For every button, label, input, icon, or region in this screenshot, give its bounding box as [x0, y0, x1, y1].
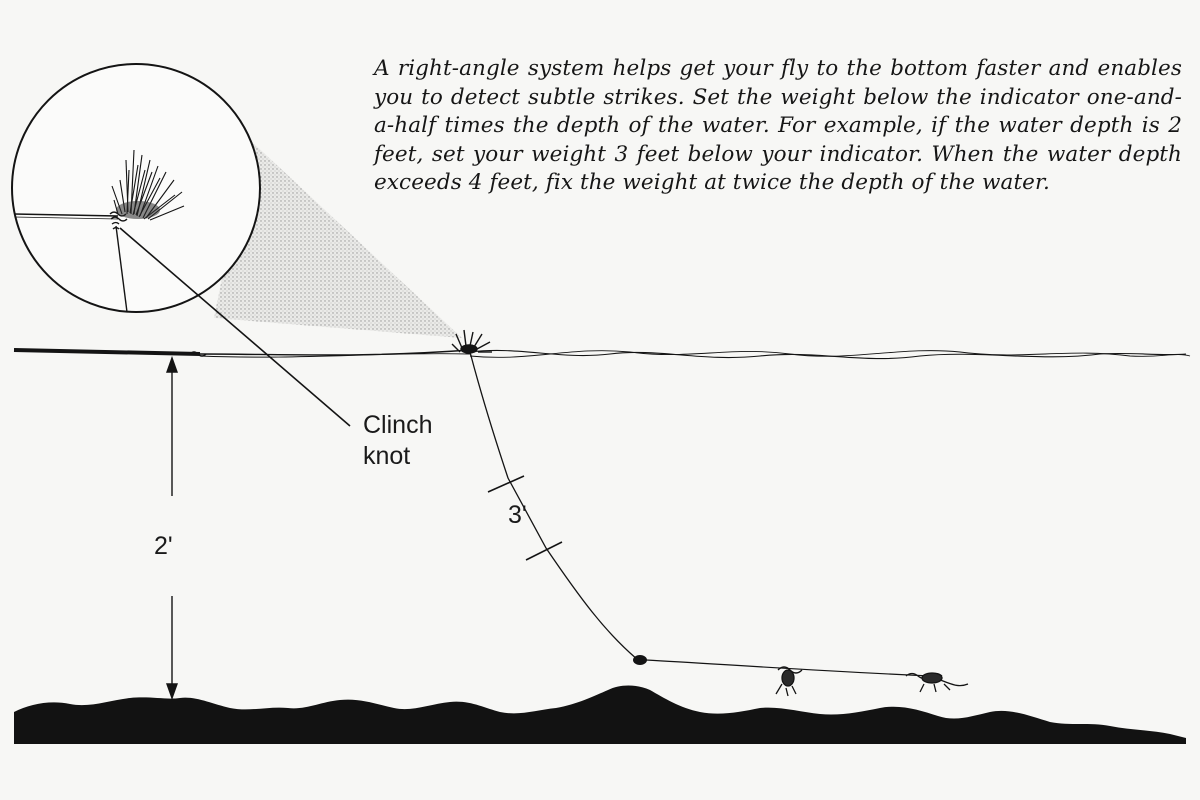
strike-indicator-icon [451, 329, 492, 354]
clinch-knot-label: Clinch knot [363, 410, 453, 472]
fly-line [13, 348, 471, 358]
clinch-knot-label-line2: knot [363, 442, 411, 470]
knot-leader-line [119, 227, 351, 427]
tippet-line [469, 351, 639, 661]
riverbed-silhouette [14, 685, 1186, 744]
depth-arrow [166, 355, 178, 701]
indicator-to-weight-label: 3' [508, 501, 527, 529]
clinch-knot-label-line1: Clinch [363, 411, 433, 439]
tick-mark-upper [487, 475, 525, 493]
nymph-fly-2-icon [905, 672, 969, 693]
magnification-cone [214, 140, 462, 338]
split-shot-weight-icon [633, 655, 647, 665]
water-surface-line-2 [469, 350, 1191, 358]
water-depth-label: 2' [154, 532, 173, 560]
tick-mark-lower [525, 541, 563, 561]
bottom-tippet-line [645, 659, 931, 677]
diagram-caption: A right-angle system helps get your fly … [374, 56, 1182, 196]
nymph-fly-1-icon [775, 666, 803, 697]
detail-inset [11, 63, 261, 313]
